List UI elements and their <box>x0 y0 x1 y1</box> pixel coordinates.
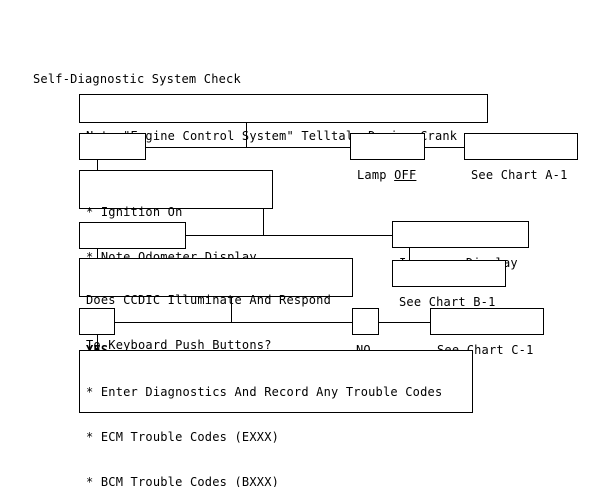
node-ccdic-line-1: Does CCDIC Illuminate And Respond <box>86 293 332 307</box>
node-note-telltale[interactable]: Note "Engine Control System" Telltale Du… <box>79 94 488 143</box>
connector-yesno-row <box>114 322 352 323</box>
connector-lampoff-to-charta1 <box>424 147 464 148</box>
node-ccdic-line-2: To Keyboard Push Buttons? <box>86 338 272 352</box>
node-ignition-steps[interactable]: * Ignition On * Note Odometer Display <box>79 170 273 264</box>
lamp-off-state: OFF <box>394 168 417 182</box>
connector-miles-row <box>185 235 392 236</box>
node-see-chart-b1-text: See Chart B-1 <box>399 295 496 309</box>
connector-ignition-down <box>263 208 264 235</box>
node-see-chart-c1[interactable]: See Chart C-1 <box>430 308 544 357</box>
node-improper-display[interactable]: Improper Display <box>392 221 529 270</box>
connector-ccdic-down <box>231 296 232 322</box>
node-lamp-on[interactable]: Lamp ON <box>79 133 146 182</box>
node-diagnostics-line-2: * ECM Trouble Codes (EXXX) <box>86 430 280 444</box>
node-yes[interactable]: YES <box>79 308 115 357</box>
node-ignition-line-1: * Ignition On <box>86 205 183 219</box>
connector-actualmiles-down <box>97 248 98 258</box>
node-actual-miles[interactable]: Actual Miles <box>79 222 186 271</box>
node-see-chart-a1-text: See Chart A-1 <box>471 168 568 182</box>
connector-lampon-down <box>97 160 98 170</box>
connector-yes-down <box>97 335 98 350</box>
node-lamp-off[interactable]: Lamp OFF <box>350 133 425 182</box>
connector-lamp-row <box>145 147 451 148</box>
lamp-off-prefix: Lamp <box>357 168 395 182</box>
connector-improper-down <box>409 248 410 260</box>
node-ccdic-question[interactable]: Does CCDIC Illuminate And Respond To Key… <box>79 258 353 352</box>
node-no[interactable]: NO <box>352 308 379 357</box>
connector-telltale-down <box>246 123 247 147</box>
node-diagnostics-line-1: * Enter Diagnostics And Record Any Troub… <box>86 385 443 399</box>
connector-no-to-chartc1 <box>378 322 430 323</box>
node-see-chart-b1[interactable]: See Chart B-1 <box>392 260 506 309</box>
node-see-chart-a1[interactable]: See Chart A-1 <box>464 133 578 182</box>
node-lamp-off-text: Lamp OFF <box>357 168 419 183</box>
node-diagnostics-list[interactable]: * Enter Diagnostics And Record Any Troub… <box>79 350 473 487</box>
node-diagnostics-line-3: * BCM Trouble Codes (BXXX) <box>86 475 280 487</box>
page-title: Self-Diagnostic System Check <box>33 72 241 86</box>
